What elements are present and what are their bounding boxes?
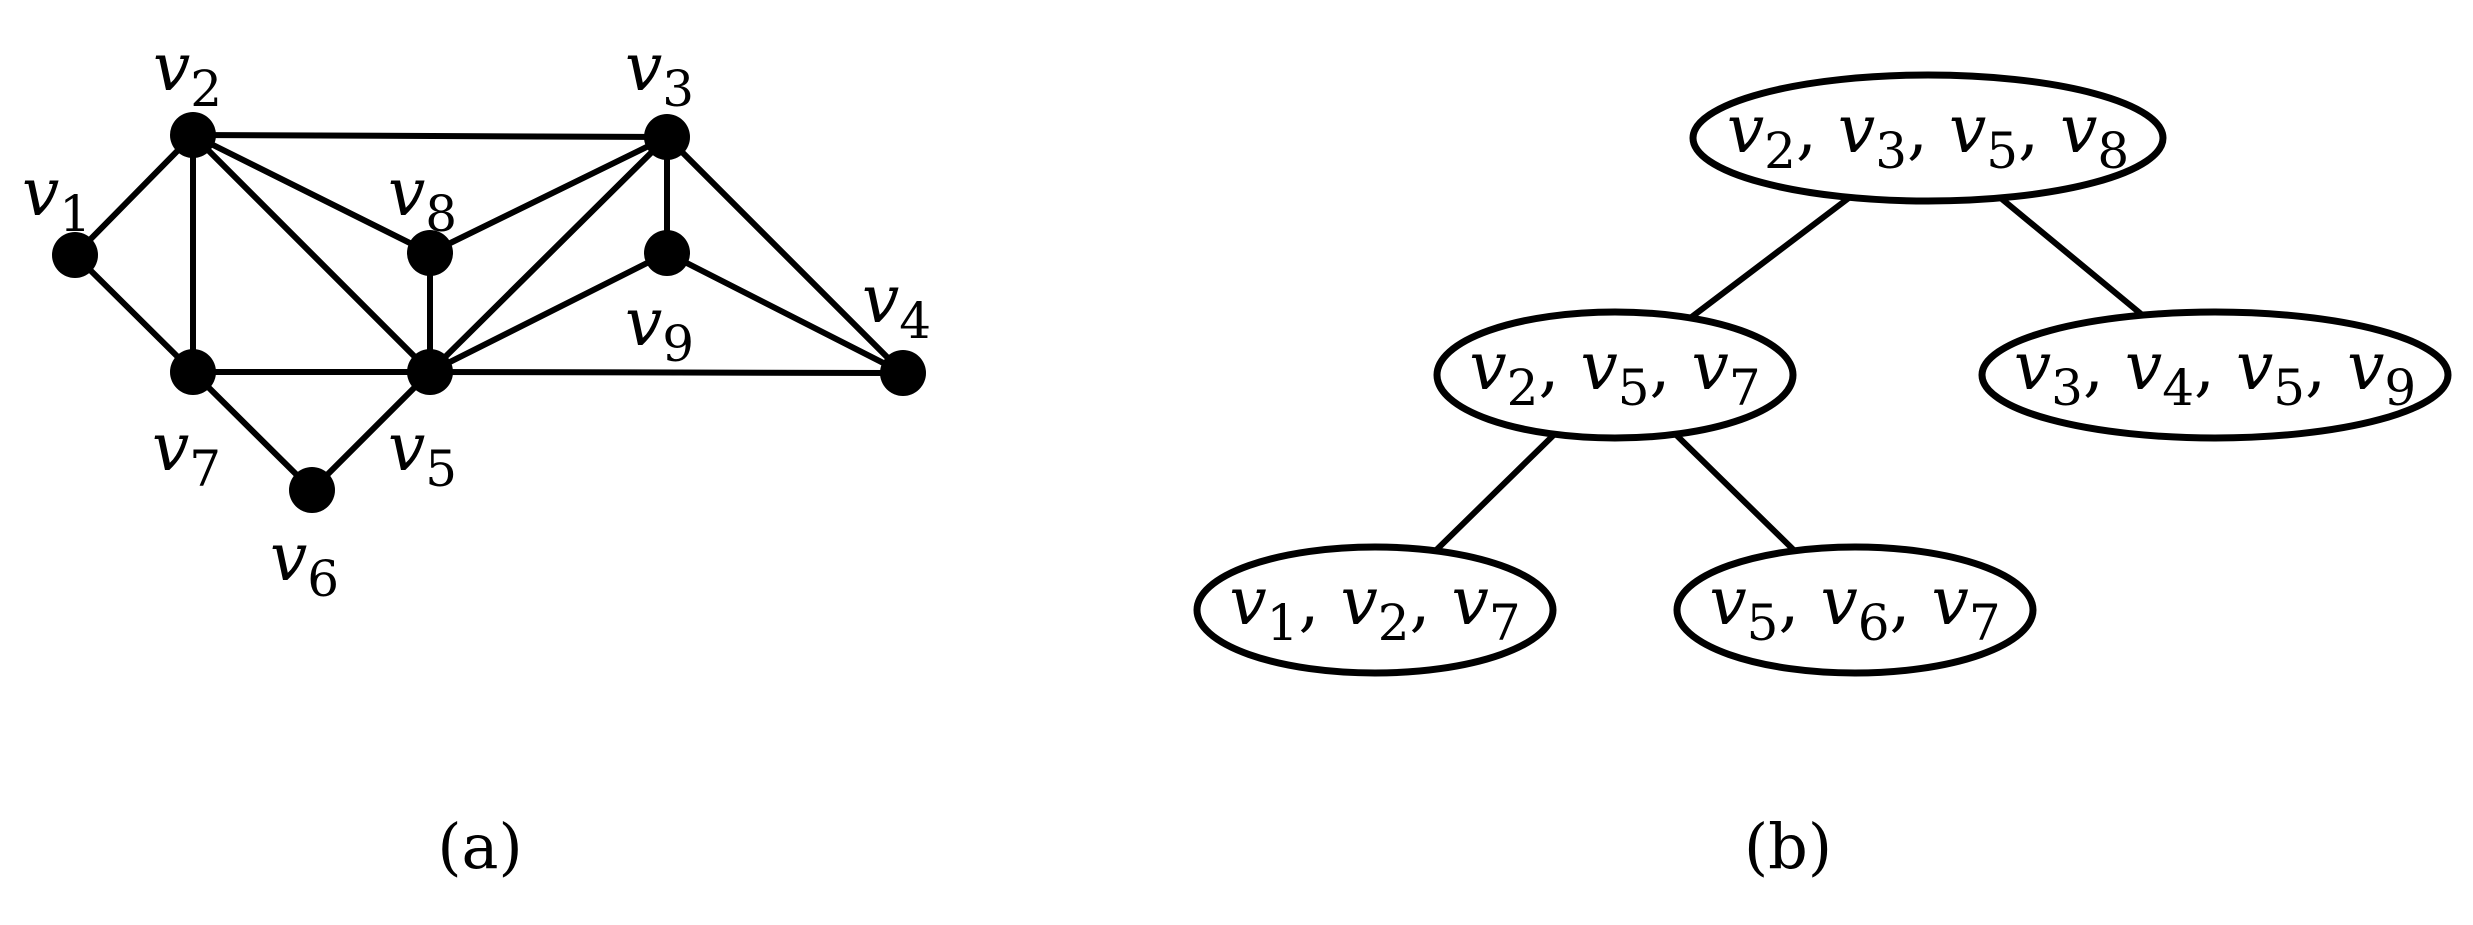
graph-vertices (52, 112, 926, 513)
vertex-label-v2: v2 (153, 29, 222, 118)
vertex-label-v6: v6 (270, 519, 339, 608)
vertex-label-v3: v3 (625, 29, 694, 118)
tree-node-label: v2, v3, v5, v8 (1727, 91, 2129, 180)
vertex-v8 (407, 230, 453, 276)
tree-edge-root-right (1997, 194, 2146, 319)
graph-edge-v3-v4 (664, 134, 906, 376)
panel-a-caption: (a) (437, 810, 522, 883)
vertex-v4 (880, 350, 926, 396)
graph-edge-v1-v2 (72, 132, 196, 258)
tree-node-ellipse (1689, 71, 2167, 205)
vertex-label-v9: v9 (625, 284, 694, 373)
tree-node-ellipse (1193, 543, 1557, 677)
graph-edge-v3-v5 (427, 134, 670, 375)
graph-edge-v7-v6 (190, 369, 315, 493)
graph-panel: v1 v2 v3 v4 v5 v6 v7 v8 v9 (a) (22, 29, 931, 883)
graph-edge-v6-v5 (309, 369, 433, 493)
vertex-v3 (644, 114, 690, 160)
graph-edge-v2-v8 (190, 132, 433, 256)
tree-node-ellipse (1673, 543, 2037, 677)
tree-node-label: v1, v2, v7 (1229, 563, 1520, 652)
vertex-v1 (52, 232, 98, 278)
vertex-v2 (170, 112, 216, 158)
vertex-label-v5: v5 (388, 409, 457, 498)
tree-node-lower: v5, v6, v7 (1673, 543, 2037, 677)
vertex-label-v8: v8 (388, 154, 457, 243)
graph-edge-v2-v5 (190, 132, 433, 375)
tree-node-label: v2, v5, v7 (1469, 328, 1760, 417)
tree-decomposition-panel: v2, v3, v5, v8 v2, v5, v7 v3, v4, v5, v9 v1… (1193, 71, 2452, 883)
vertex-label-v1: v1 (22, 154, 91, 243)
tree-edge-mid-lower (1672, 431, 1798, 554)
panel-b-caption: (b) (1744, 810, 1832, 883)
vertex-v5 (407, 349, 453, 395)
graph-edge-v5-v4 (427, 369, 906, 376)
tree-node-root: v2, v3, v5, v8 (1689, 71, 2167, 205)
graph-vertex-labels: v1 v2 v3 v4 v5 v6 v7 v8 v9 (22, 29, 931, 608)
vertex-v9 (644, 230, 690, 276)
tree-edge-mid-left (1432, 431, 1558, 554)
tree-nodes: v2, v3, v5, v8 v2, v5, v7 v3, v4, v5, v9 v1… (1193, 71, 2452, 677)
tree-node-ellipse (1433, 308, 1797, 442)
vertex-v6 (289, 467, 335, 513)
tree-node-mid: v2, v5, v7 (1433, 308, 1797, 442)
tree-node-label: v3, v4, v5, v9 (2014, 328, 2416, 417)
tree-node-right: v3, v4, v5, v9 (1978, 308, 2452, 442)
vertex-label-v4: v4 (862, 261, 931, 350)
tree-edges (1432, 194, 2146, 554)
graph-edge-v2-v3 (190, 132, 670, 140)
graph-edges (72, 132, 906, 493)
tree-node-ellipse (1978, 308, 2452, 442)
tree-edge-root-mid (1687, 194, 1853, 321)
graph-edge-v1-v7 (72, 252, 196, 375)
tree-node-left: v1, v2, v7 (1193, 543, 1557, 677)
vertex-v7 (170, 349, 216, 395)
graph-edge-v3-v8 (427, 134, 670, 256)
graph-edge-v9-v5 (427, 250, 670, 375)
tree-node-label: v5, v6, v7 (1709, 563, 2000, 652)
graph-edge-v9-v4 (664, 250, 906, 376)
vertex-label-v7: v7 (152, 409, 221, 498)
